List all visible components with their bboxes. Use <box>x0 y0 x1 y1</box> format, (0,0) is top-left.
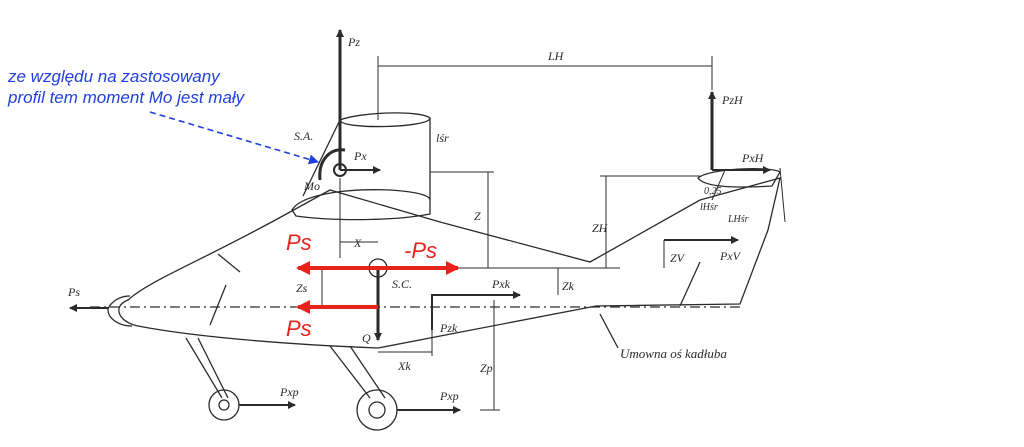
canopy-frame <box>217 253 241 273</box>
label-zp: Zp <box>480 361 493 375</box>
label-pxh: PxH <box>741 151 765 165</box>
axis-leader <box>599 313 619 349</box>
nose-gear-strut-2 <box>197 337 229 399</box>
label-sc: S.C. <box>392 277 412 291</box>
horizontal-tail <box>697 167 781 188</box>
wing-pylon <box>302 112 431 200</box>
nose-cone <box>107 295 133 327</box>
pxk-arrow <box>431 291 521 330</box>
label-lh: LH <box>547 49 565 63</box>
label-pxv: PxV <box>719 249 742 263</box>
label-q025: 0,25 <box>704 186 722 197</box>
label-x: X <box>353 236 362 250</box>
label-z: Z <box>474 209 481 223</box>
label-lhsr2: LHśr <box>727 214 749 225</box>
wing-top <box>339 117 431 128</box>
label-xk: Xk <box>397 359 411 373</box>
tail-quarter-chord <box>711 169 726 201</box>
annotation-line-2: profil tem moment Mo jest mały <box>8 88 245 107</box>
airframe-outline <box>90 112 781 431</box>
label-pxp1: Pxp <box>279 385 299 399</box>
main-wheel-hub <box>368 401 386 419</box>
tail-chord-ext <box>779 167 786 223</box>
label-zs: Zs <box>296 281 308 295</box>
annotation-note: ze względu na zastosowany profil tem mom… <box>8 66 338 108</box>
label-ps-nose: Ps <box>67 285 80 299</box>
label-sa: S.A. <box>294 129 313 143</box>
label-minus-ps: -Ps <box>404 238 437 263</box>
main-gear-strut-2 <box>349 345 386 399</box>
label-lsr: lśr <box>436 131 449 145</box>
diagram-labels: Pz LH PzH PxH S.A. Px lśr Mo Z ZH 0,25 l… <box>67 35 765 403</box>
main-gear-strut <box>329 345 371 399</box>
dimension-lines <box>321 56 786 411</box>
label-zk: Zk <box>562 279 575 293</box>
red-force-labels: Ps -Ps Ps <box>286 230 437 341</box>
nose-wheel <box>208 389 240 421</box>
label-pzh: PzH <box>721 93 744 107</box>
red-force-pair <box>296 261 460 314</box>
label-ps-lower: Ps <box>286 316 312 341</box>
label-lhsr1: lHśr <box>700 202 718 213</box>
fuselage-outline <box>118 177 781 349</box>
label-zv: ZV <box>670 251 686 265</box>
label-pz: Pz <box>347 35 360 49</box>
label-pzk: Pzk <box>439 321 458 335</box>
main-wheel <box>356 389 398 431</box>
label-pxk: Pxk <box>491 277 511 291</box>
label-pxp2: Pxp <box>439 389 459 403</box>
cockpit-frame <box>209 284 227 326</box>
label-q: Q <box>362 331 371 345</box>
label-zh: ZH <box>592 221 609 235</box>
wing-profile <box>291 189 431 221</box>
label-mo: Mo <box>303 179 320 193</box>
force-vectors <box>69 29 771 414</box>
label-px: Px <box>353 149 367 163</box>
annotation-line-1: ze względu na zastosowany <box>8 67 220 86</box>
nose-wheel-hub <box>218 399 230 411</box>
vertical-tail-edge <box>679 261 701 307</box>
nose-gear-strut <box>185 337 223 399</box>
label-ps-upper: Ps <box>286 230 312 255</box>
label-fuselage-axis: Umowna oś kadłuba <box>620 346 727 361</box>
annotation-leader-arrow <box>149 111 319 165</box>
